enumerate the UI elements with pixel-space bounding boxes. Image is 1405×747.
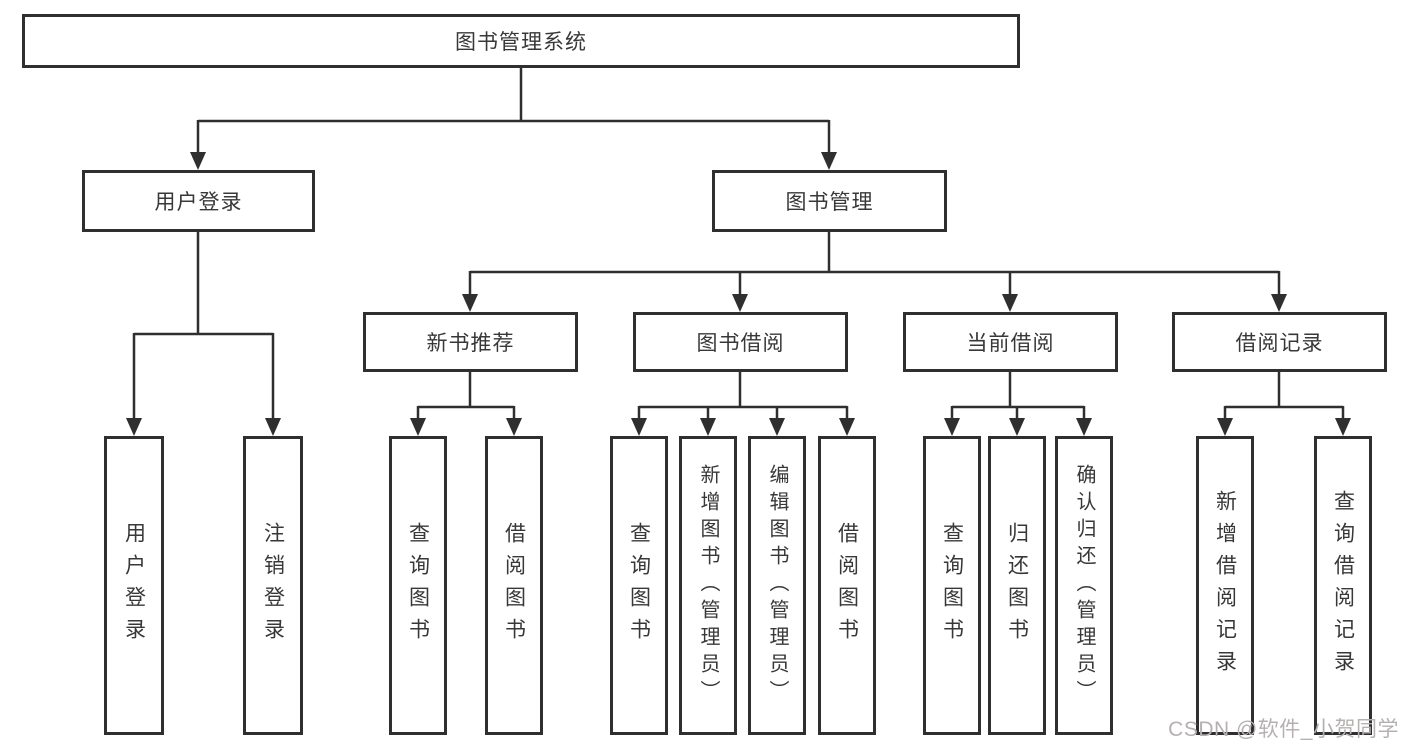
leaf-logout: 注销登录 bbox=[243, 436, 303, 735]
leaf-label: 确认归还（管理员） bbox=[1073, 464, 1095, 707]
node-book-borrowing: 图书借阅 bbox=[633, 312, 848, 372]
node-new-book-recommendation: 新书推荐 bbox=[363, 312, 578, 372]
node-library-management-system: 图书管理系统 bbox=[22, 14, 1020, 68]
leaf-label: 查询图书 bbox=[627, 521, 651, 650]
leaf-label: 新增借阅记录 bbox=[1213, 489, 1237, 682]
leaf-recommend-query-books: 查询图书 bbox=[389, 436, 447, 735]
node-label: 当前借阅 bbox=[966, 332, 1055, 355]
node-label: 图书管理系统 bbox=[455, 31, 587, 54]
leaf-user-login: 用户登录 bbox=[104, 436, 164, 735]
leaf-return-books: 归还图书 bbox=[988, 436, 1046, 735]
csdn-watermark: CSDN @软件_小贺同学 bbox=[1168, 718, 1399, 741]
node-book-management: 图书管理 bbox=[712, 170, 947, 232]
leaf-label: 借阅图书 bbox=[502, 521, 526, 650]
node-label: 用户登录 bbox=[154, 191, 243, 214]
node-label: 图书借阅 bbox=[696, 332, 785, 355]
node-user-login: 用户登录 bbox=[82, 170, 315, 232]
leaf-confirm-return-admin: 确认归还（管理员） bbox=[1055, 436, 1113, 735]
leaf-add-borrow-record: 新增借阅记录 bbox=[1196, 436, 1254, 735]
leaf-query-borrow-record: 查询借阅记录 bbox=[1314, 436, 1372, 735]
node-label: 借阅记录 bbox=[1235, 332, 1324, 355]
leaf-current-query-books: 查询图书 bbox=[923, 436, 981, 735]
leaf-label: 归还图书 bbox=[1005, 521, 1029, 650]
leaf-label: 用户登录 bbox=[122, 521, 146, 650]
leaf-label: 新增图书（管理员） bbox=[697, 464, 719, 707]
leaf-edit-books-admin: 编辑图书（管理员） bbox=[748, 436, 806, 735]
leaf-label: 注销登录 bbox=[261, 521, 285, 650]
leaf-label: 查询借阅记录 bbox=[1331, 489, 1355, 682]
leaf-label: 编辑图书（管理员） bbox=[766, 464, 788, 707]
node-current-borrowing: 当前借阅 bbox=[903, 312, 1118, 372]
node-label: 图书管理 bbox=[785, 191, 874, 214]
leaf-borrowing-borrow-books: 借阅图书 bbox=[818, 436, 876, 735]
leaf-label: 查询图书 bbox=[406, 521, 430, 650]
node-label: 新书推荐 bbox=[426, 332, 515, 355]
leaf-recommend-borrow-books: 借阅图书 bbox=[485, 436, 543, 735]
node-borrowing-records: 借阅记录 bbox=[1172, 312, 1387, 372]
leaf-label: 查询图书 bbox=[940, 521, 964, 650]
leaf-add-books-admin: 新增图书（管理员） bbox=[679, 436, 737, 735]
leaf-borrowing-query-books: 查询图书 bbox=[610, 436, 668, 735]
leaf-label: 借阅图书 bbox=[835, 521, 859, 650]
